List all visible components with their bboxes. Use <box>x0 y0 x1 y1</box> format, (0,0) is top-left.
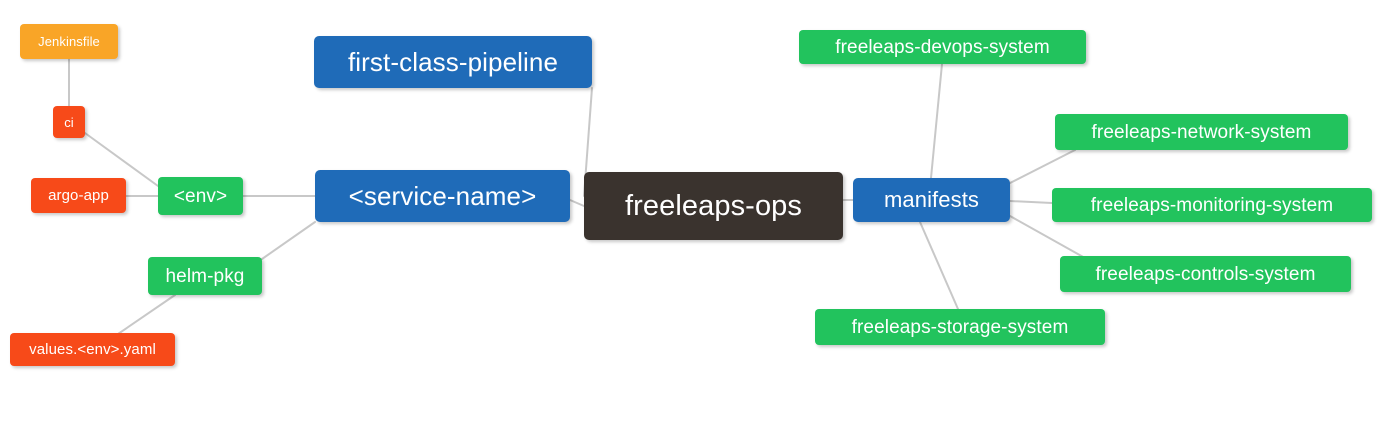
node-freeleaps-devops-system[interactable]: freeleaps-devops-system <box>799 30 1086 64</box>
edge-manifests-to-freeleaps-monitoring-system <box>1009 200 1053 204</box>
node-first-class-pipeline[interactable]: first-class-pipeline <box>314 36 592 88</box>
node-helm-pkg[interactable]: helm-pkg <box>148 257 262 295</box>
node-label-ci: ci <box>64 114 74 130</box>
node-label-argo-app: argo-app <box>48 187 109 204</box>
node-env[interactable]: <env> <box>158 177 243 215</box>
edge-manifests-to-freeleaps-controls-system <box>1009 215 1086 259</box>
node-label-first-class-pipeline: first-class-pipeline <box>347 47 559 77</box>
node-label-freeleaps-controls-system: freeleaps-controls-system <box>1095 263 1316 285</box>
node-service-name[interactable]: <service-name> <box>315 170 570 222</box>
edge-manifests-to-freeleaps-storage-system <box>919 221 959 310</box>
node-label-freeleaps-network-system: freeleaps-network-system <box>1091 121 1312 143</box>
node-freeleaps-ops[interactable]: freeleaps-ops <box>584 172 843 240</box>
edge-helm-pkg-to-values-env-yaml <box>117 294 176 335</box>
edge-freeleaps-ops-to-service-name <box>569 199 585 207</box>
node-freeleaps-controls-system[interactable]: freeleaps-controls-system <box>1060 256 1351 292</box>
node-manifests[interactable]: manifests <box>853 178 1010 222</box>
node-label-Jenkinsfile: Jenkinsfile <box>38 34 100 49</box>
edge-manifests-to-freeleaps-devops-system <box>930 63 943 179</box>
node-label-env: <env> <box>173 185 228 207</box>
node-freeleaps-monitoring-system[interactable]: freeleaps-monitoring-system <box>1052 188 1372 222</box>
edge-manifests-to-freeleaps-network-system <box>1009 149 1076 184</box>
node-ci[interactable]: ci <box>53 106 85 138</box>
edge-service-name-to-helm-pkg <box>261 221 316 260</box>
node-values-env-yaml[interactable]: values.<env>.yaml <box>10 333 175 366</box>
node-label-values-env-yaml: values.<env>.yaml <box>29 341 156 358</box>
node-argo-app[interactable]: argo-app <box>31 178 126 213</box>
node-label-freeleaps-storage-system: freeleaps-storage-system <box>851 316 1069 338</box>
node-label-freeleaps-monitoring-system: freeleaps-monitoring-system <box>1090 194 1334 216</box>
node-label-manifests: manifests <box>883 187 980 212</box>
node-label-freeleaps-ops: freeleaps-ops <box>624 189 802 222</box>
node-Jenkinsfile[interactable]: Jenkinsfile <box>20 24 118 59</box>
node-freeleaps-network-system[interactable]: freeleaps-network-system <box>1055 114 1348 150</box>
node-label-service-name: <service-name> <box>348 181 537 211</box>
node-freeleaps-storage-system[interactable]: freeleaps-storage-system <box>815 309 1105 345</box>
node-label-freeleaps-devops-system: freeleaps-devops-system <box>835 36 1050 58</box>
node-label-helm-pkg: helm-pkg <box>165 265 245 287</box>
